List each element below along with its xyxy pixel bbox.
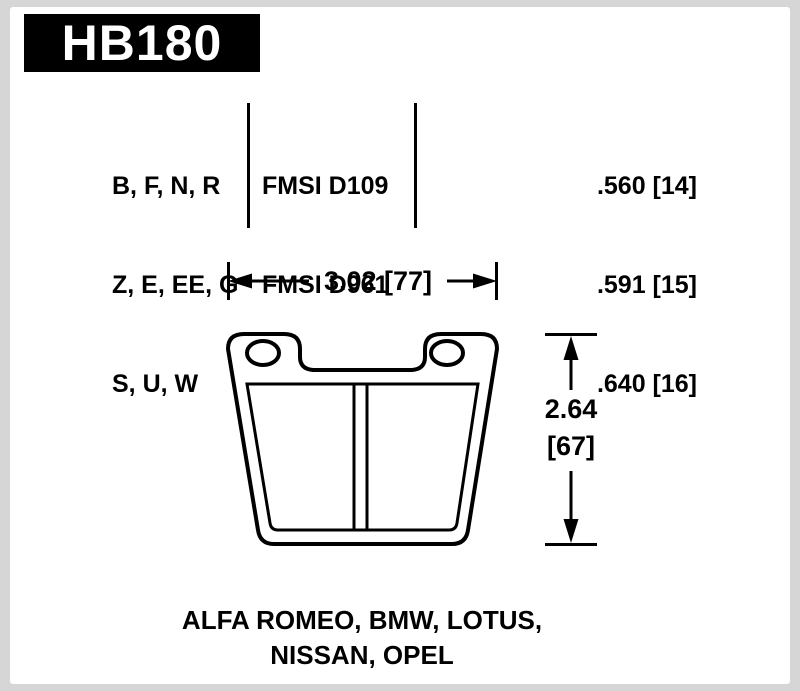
pad-thickness-row: .560 [14] — [596, 172, 697, 200]
table-divider-right — [414, 103, 417, 228]
pad-thickness-row: .591 [15] — [596, 271, 697, 299]
pad-backing-plate-outline — [225, 332, 500, 546]
height-dimension: 2.64 [67] — [545, 333, 598, 546]
part-number-box: HB180 — [24, 14, 260, 72]
compound-codes-row: Z, E, EE, G — [112, 271, 239, 299]
width-arrow-left-icon — [228, 273, 252, 289]
table-divider-left — [247, 103, 250, 228]
applications-text: ALFA ROMEO, BMW, LOTUS, NISSAN, OPEL — [62, 603, 662, 673]
spec-column-thickness: .560 [14] .591 [15] .640 [16] — [500, 104, 697, 467]
applications-line-1: ALFA ROMEO, BMW, LOTUS, — [181, 605, 543, 635]
width-dimension: 3.02 [77] — [227, 262, 498, 300]
brake-pad-drawing — [225, 332, 500, 546]
applications-line-2: NISSAN, OPEL — [270, 640, 454, 670]
pad-mount-hole-right — [429, 339, 465, 367]
spec-column-compounds: B, F, N, R Z, E, EE, G S, U, W — [112, 104, 238, 467]
pad-mount-hole-left — [245, 339, 281, 367]
height-dimension-value: 2.64 — [545, 394, 598, 424]
compound-codes-row: S, U, W — [112, 370, 199, 398]
compound-codes-row: B, F, N, R — [112, 172, 221, 200]
part-number: HB180 — [61, 15, 223, 71]
width-dimension-label: 3.02 [77] — [324, 266, 432, 296]
fmsi-number-row: FMSI D109 — [262, 172, 389, 200]
width-arrow-right-icon — [473, 273, 497, 289]
paper-background — [10, 7, 790, 684]
spec-column-fmsi: FMSI D109 FMSI D961 — [262, 104, 388, 467]
height-arrow-down-icon — [563, 519, 579, 543]
height-dimension-bracket: [67] — [547, 431, 595, 461]
pad-friction-material-outline — [245, 382, 480, 532]
height-arrow-up-icon — [563, 336, 579, 360]
fmsi-number-row: FMSI D961 — [262, 271, 389, 299]
pad-thickness-row: .640 [16] — [596, 370, 697, 398]
